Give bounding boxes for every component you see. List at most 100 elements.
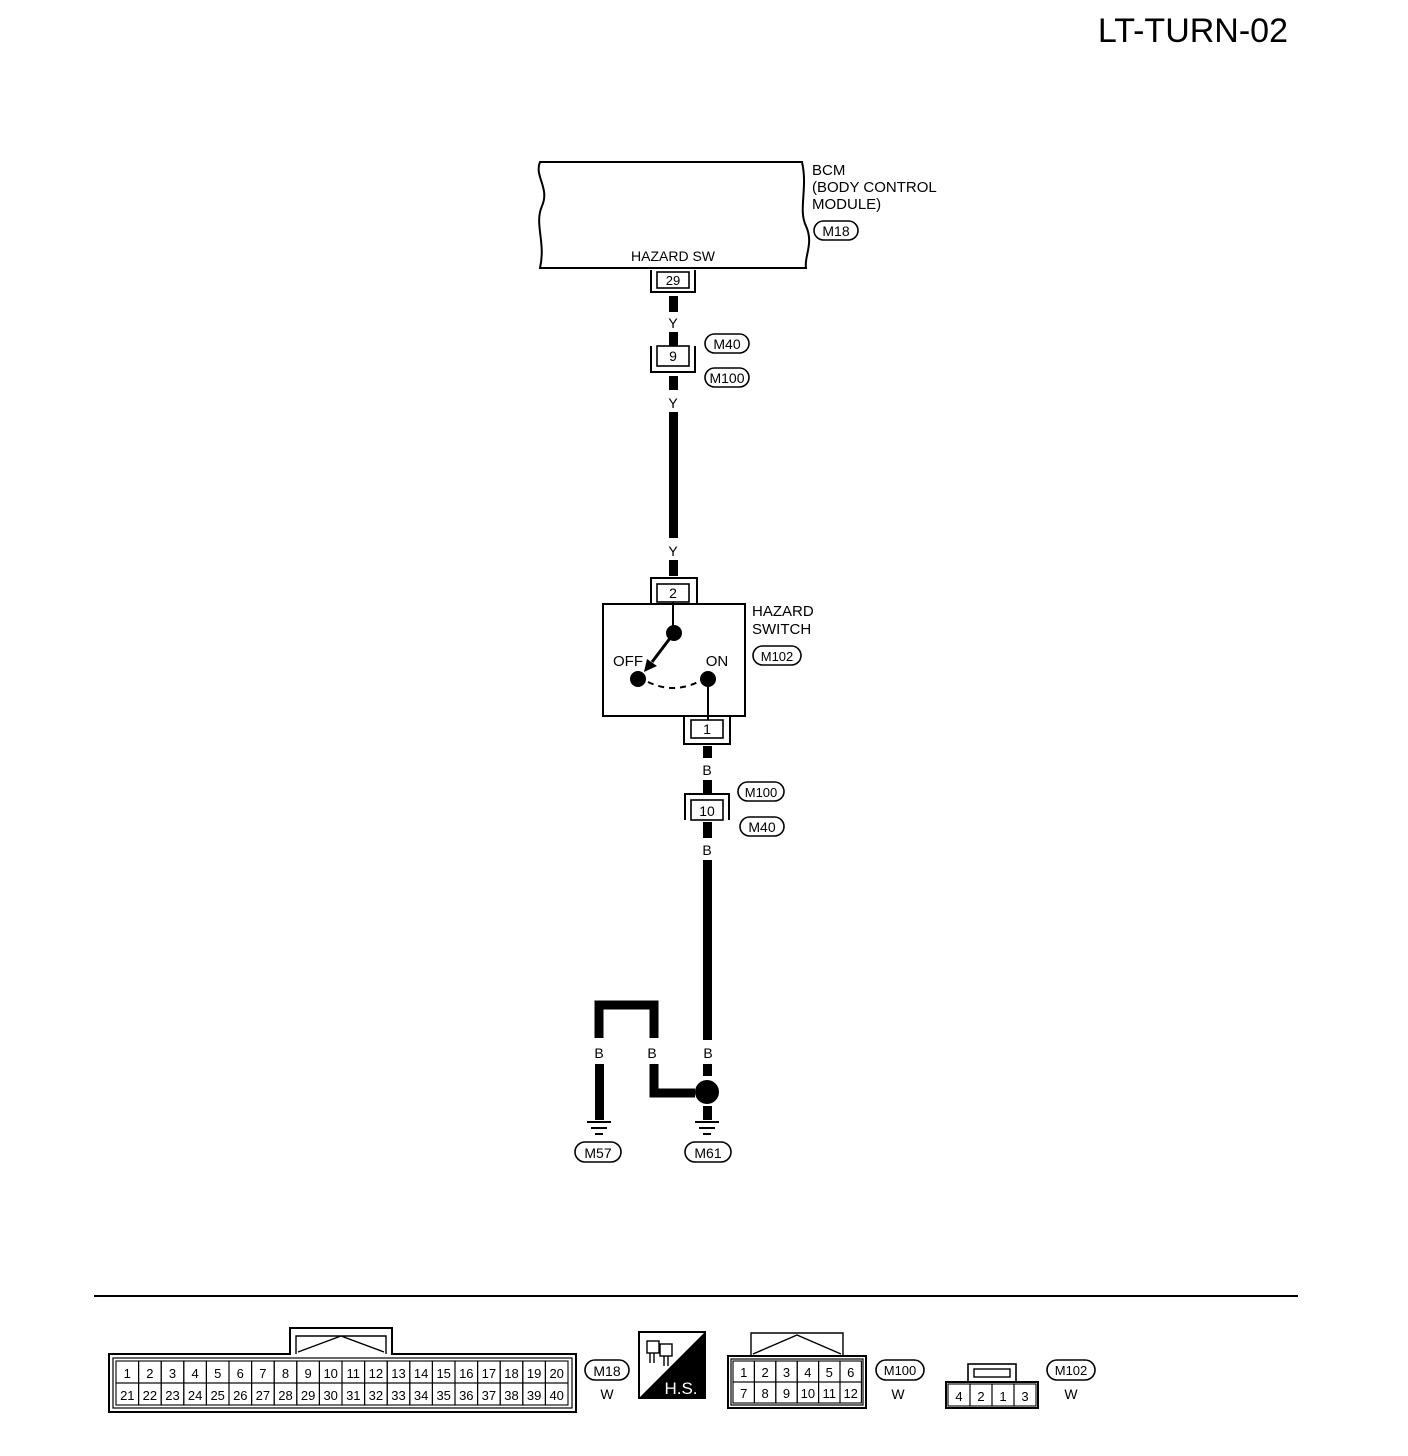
- m18-pin-number: 1: [124, 1366, 131, 1381]
- wire-y-segment-4: [669, 412, 678, 538]
- m100-connector-inner: [730, 1358, 864, 1406]
- switch-title-line-1: HAZARD: [752, 603, 814, 620]
- joint-lower-bracket: [684, 793, 730, 820]
- m102-pin-number: 4: [955, 1389, 962, 1404]
- m18-pin-number: 24: [188, 1388, 202, 1403]
- m102-pin-number: 2: [977, 1389, 984, 1404]
- m100-connector-badge: [875, 1359, 925, 1381]
- m18-pin-number: 10: [323, 1366, 337, 1381]
- m18-pin-number: 16: [459, 1366, 473, 1381]
- switch-title-line-2: SWITCH: [752, 621, 811, 638]
- bcm-terminal-bracket: [650, 270, 696, 293]
- bcm-connector-label: M18: [822, 223, 849, 239]
- m18-pin-number: 28: [278, 1388, 292, 1403]
- wire-b-segment-4: [703, 860, 712, 1040]
- m18-pin-number: 6: [237, 1366, 244, 1381]
- m100-pin-number: 9: [783, 1386, 790, 1401]
- ground-left-connector: M57: [584, 1145, 611, 1161]
- switch-bottom-terminal-box: [690, 719, 724, 739]
- m100-pin-number: 2: [761, 1365, 768, 1380]
- m100-pin-number: 7: [740, 1386, 747, 1401]
- wire-color-label: B: [594, 1045, 603, 1061]
- switch-on-label: ON: [706, 653, 729, 670]
- m18-pin-number: 3: [169, 1366, 176, 1381]
- wire-y-segment-5: [669, 560, 678, 576]
- m100-pin-number: 12: [843, 1386, 857, 1401]
- m18-pin-number: 27: [256, 1388, 270, 1403]
- m18-pin-number: 20: [549, 1366, 563, 1381]
- wire-color-label: B: [703, 1045, 712, 1061]
- joint-lower-connector-badge-bottom: [739, 816, 785, 837]
- m18-pin-number: 7: [259, 1366, 266, 1381]
- m102-connector-key: [967, 1363, 1017, 1383]
- m18-pin-number: 26: [233, 1388, 247, 1403]
- bcm-title-line-2: (BODY CONTROL: [812, 179, 937, 196]
- bcm-terminal-label: HAZARD SW: [631, 248, 716, 264]
- switch-connector-badge: [752, 645, 802, 666]
- m18-pin-number: 2: [146, 1366, 153, 1381]
- m18-pin-number: 23: [165, 1388, 179, 1403]
- m100-pin-number: 3: [783, 1365, 790, 1380]
- m18-pin-number: 12: [369, 1366, 383, 1381]
- m18-pin-number: 29: [301, 1388, 315, 1403]
- ground-junction-dot: [695, 1080, 719, 1104]
- joint-upper-connector-bottom: M100: [709, 370, 744, 386]
- m100-connector-key: [750, 1332, 844, 1356]
- m18-pin-number: 5: [214, 1366, 221, 1381]
- m100-pin-number: 8: [761, 1386, 768, 1401]
- m18-pin-number: 19: [527, 1366, 541, 1381]
- wire-b-segment-3: [703, 822, 712, 838]
- switch-connector-label: M102: [761, 649, 794, 664]
- m18-connector-key: [295, 1335, 387, 1354]
- switch-blade: [650, 632, 676, 663]
- ground-right-connector-badge: [684, 1141, 732, 1163]
- bcm-title-line-3: MODULE): [812, 196, 881, 213]
- m18-connector-color: W: [600, 1386, 614, 1402]
- m18-pin-number: 39: [527, 1388, 541, 1403]
- m18-pin-number: 17: [482, 1366, 496, 1381]
- m102-pin-number: 1: [999, 1389, 1006, 1404]
- bcm-terminal-number: 29: [666, 273, 680, 288]
- joint-upper-connector-badge-top: [704, 333, 750, 354]
- wire-color-label: B: [702, 842, 711, 858]
- switch-blade-arrowhead: [644, 659, 657, 672]
- m18-pin-number: 9: [304, 1366, 311, 1381]
- m102-connector-key-slot: [973, 1368, 1011, 1378]
- hs-symbol: H.S.: [638, 1331, 706, 1399]
- m18-pin-number: 33: [391, 1388, 405, 1403]
- m18-pin-number: 14: [414, 1366, 428, 1381]
- wire-b-segment-5: [703, 1064, 712, 1076]
- bcm-module-outline: [537, 161, 811, 269]
- m18-pin-number: 22: [143, 1388, 157, 1403]
- m18-connector-badge: [584, 1359, 630, 1381]
- m18-connector-label: M18: [593, 1363, 620, 1379]
- bcm-terminal-box: [656, 271, 690, 289]
- m100-pin-number: 1: [740, 1365, 747, 1380]
- ground-right-connector: M61: [694, 1145, 721, 1161]
- wire-y-segment-2: [669, 332, 678, 346]
- wire-color-label: B: [702, 762, 711, 778]
- switch-on-contact: [700, 671, 716, 687]
- m100-pin-number: 5: [826, 1365, 833, 1380]
- m18-pin-number: 40: [549, 1388, 563, 1403]
- m18-pin-number: 21: [120, 1388, 134, 1403]
- m100-connector-housing: [727, 1355, 867, 1409]
- m102-pin-number: 3: [1021, 1389, 1028, 1404]
- m18-pin-cell: [544, 1382, 569, 1406]
- m18-pin-number: 38: [504, 1388, 518, 1403]
- switch-off-contact: [630, 671, 646, 687]
- ground-left-connector-badge: [574, 1141, 622, 1163]
- m102-connector-badge: [1046, 1359, 1096, 1381]
- joint-upper-bracket: [650, 346, 696, 373]
- joint-upper-connector-badge-bottom: [704, 367, 750, 388]
- joint-upper-box: [656, 345, 690, 367]
- hs-harness-icon: [646, 1340, 673, 1366]
- joint-upper-connector-top: M40: [713, 336, 740, 352]
- hs-label: H.S.: [664, 1379, 697, 1398]
- m100-pin-number: 10: [801, 1386, 815, 1401]
- bcm-connector-badge: [813, 220, 859, 241]
- switch-off-label: OFF: [613, 653, 643, 670]
- wire-color-label: Y: [668, 543, 678, 559]
